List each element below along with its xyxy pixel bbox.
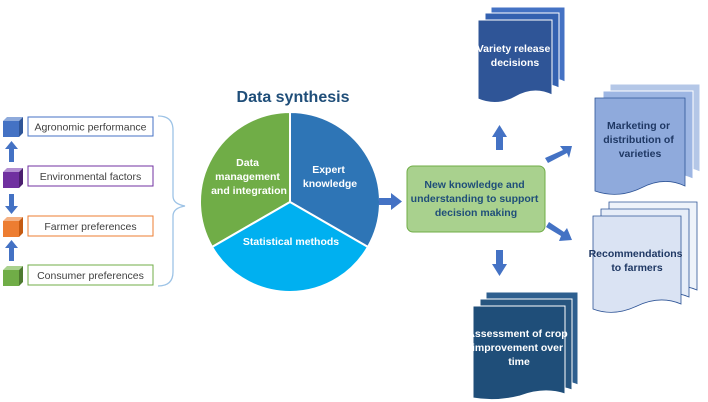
input-label-environmental: Environmental factors bbox=[40, 171, 142, 183]
input-box-environmental bbox=[27, 165, 154, 187]
output-assessment: Assessment of crop improvement over time bbox=[467, 291, 579, 401]
pie-label-statistical-methods: Statistical methods bbox=[243, 236, 339, 248]
arrow-to-recommendations bbox=[546, 222, 572, 241]
arrow-up-to-farmer bbox=[5, 240, 18, 261]
pie-label-data-management: Data management and integration bbox=[211, 157, 287, 197]
output-marketing: Marketing or distribution of varieties bbox=[594, 83, 701, 195]
cube-agronomic bbox=[3, 117, 23, 137]
cube-consumer bbox=[3, 266, 23, 286]
input-label-consumer: Consumer preferences bbox=[37, 270, 144, 282]
output-variety-release: Variety release decisions bbox=[477, 6, 566, 103]
knowledge-box-text: New knowledge and understanding to suppo… bbox=[411, 179, 542, 219]
arrow-up-to-agronomic bbox=[5, 141, 18, 162]
output-assessment-text: Assessment of crop improvement over time bbox=[467, 328, 570, 368]
input-bracket bbox=[157, 115, 186, 287]
cube-environmental bbox=[3, 168, 23, 188]
pie-segment-data-management bbox=[199, 110, 291, 249]
output-recommendations-text: Recommendations to farmers bbox=[589, 248, 686, 274]
input-box-agronomic bbox=[27, 116, 154, 137]
output-marketing-text: Marketing or distribution of varieties bbox=[603, 120, 677, 160]
input-box-consumer bbox=[27, 264, 154, 286]
arrow-down-to-assessment bbox=[492, 250, 507, 276]
synthesis-pie: Data management and integration Expert k… bbox=[199, 110, 381, 293]
input-column: Agronomic performance Environmental fact… bbox=[3, 115, 186, 287]
input-label-farmer: Farmer preferences bbox=[44, 221, 136, 233]
input-label-agronomic: Agronomic performance bbox=[34, 122, 146, 134]
arrow-up-to-variety bbox=[492, 125, 507, 150]
knowledge-box: New knowledge and understanding to suppo… bbox=[406, 165, 546, 233]
arrow-down-to-farmer bbox=[5, 194, 18, 214]
arrow-pie-to-knowledge bbox=[379, 193, 402, 210]
pie-segment-statistical-methods bbox=[210, 200, 370, 293]
arrow-to-marketing bbox=[545, 146, 572, 163]
pie-segment-expert-knowledge bbox=[289, 110, 381, 249]
input-box-farmer bbox=[27, 215, 154, 237]
output-recommendations: Recommendations to farmers bbox=[589, 201, 698, 313]
cube-farmer bbox=[3, 217, 23, 237]
pie-label-expert-knowledge: Expert knowledge bbox=[303, 164, 357, 190]
output-variety-release-text: Variety release decisions bbox=[477, 43, 553, 69]
diagram-title: Data synthesis bbox=[237, 89, 350, 106]
